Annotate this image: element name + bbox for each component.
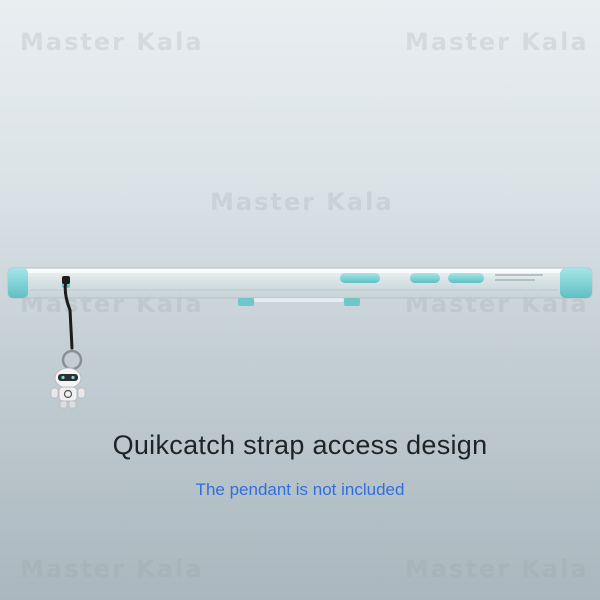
watermark-text: Master Kala: [405, 555, 589, 583]
robot-pendant-icon: [50, 276, 86, 409]
caption-note: The pendant is not included: [195, 480, 405, 499]
watermark-text: Master Kala: [210, 188, 394, 216]
watermark-text: Master Kala: [20, 28, 204, 56]
watermark-text: Master Kala: [20, 555, 204, 583]
watermark-text: Master Kala: [405, 28, 589, 56]
caption-title: Quikcatch strap access design: [112, 430, 488, 460]
phone-case-side-view: [7, 267, 593, 306]
